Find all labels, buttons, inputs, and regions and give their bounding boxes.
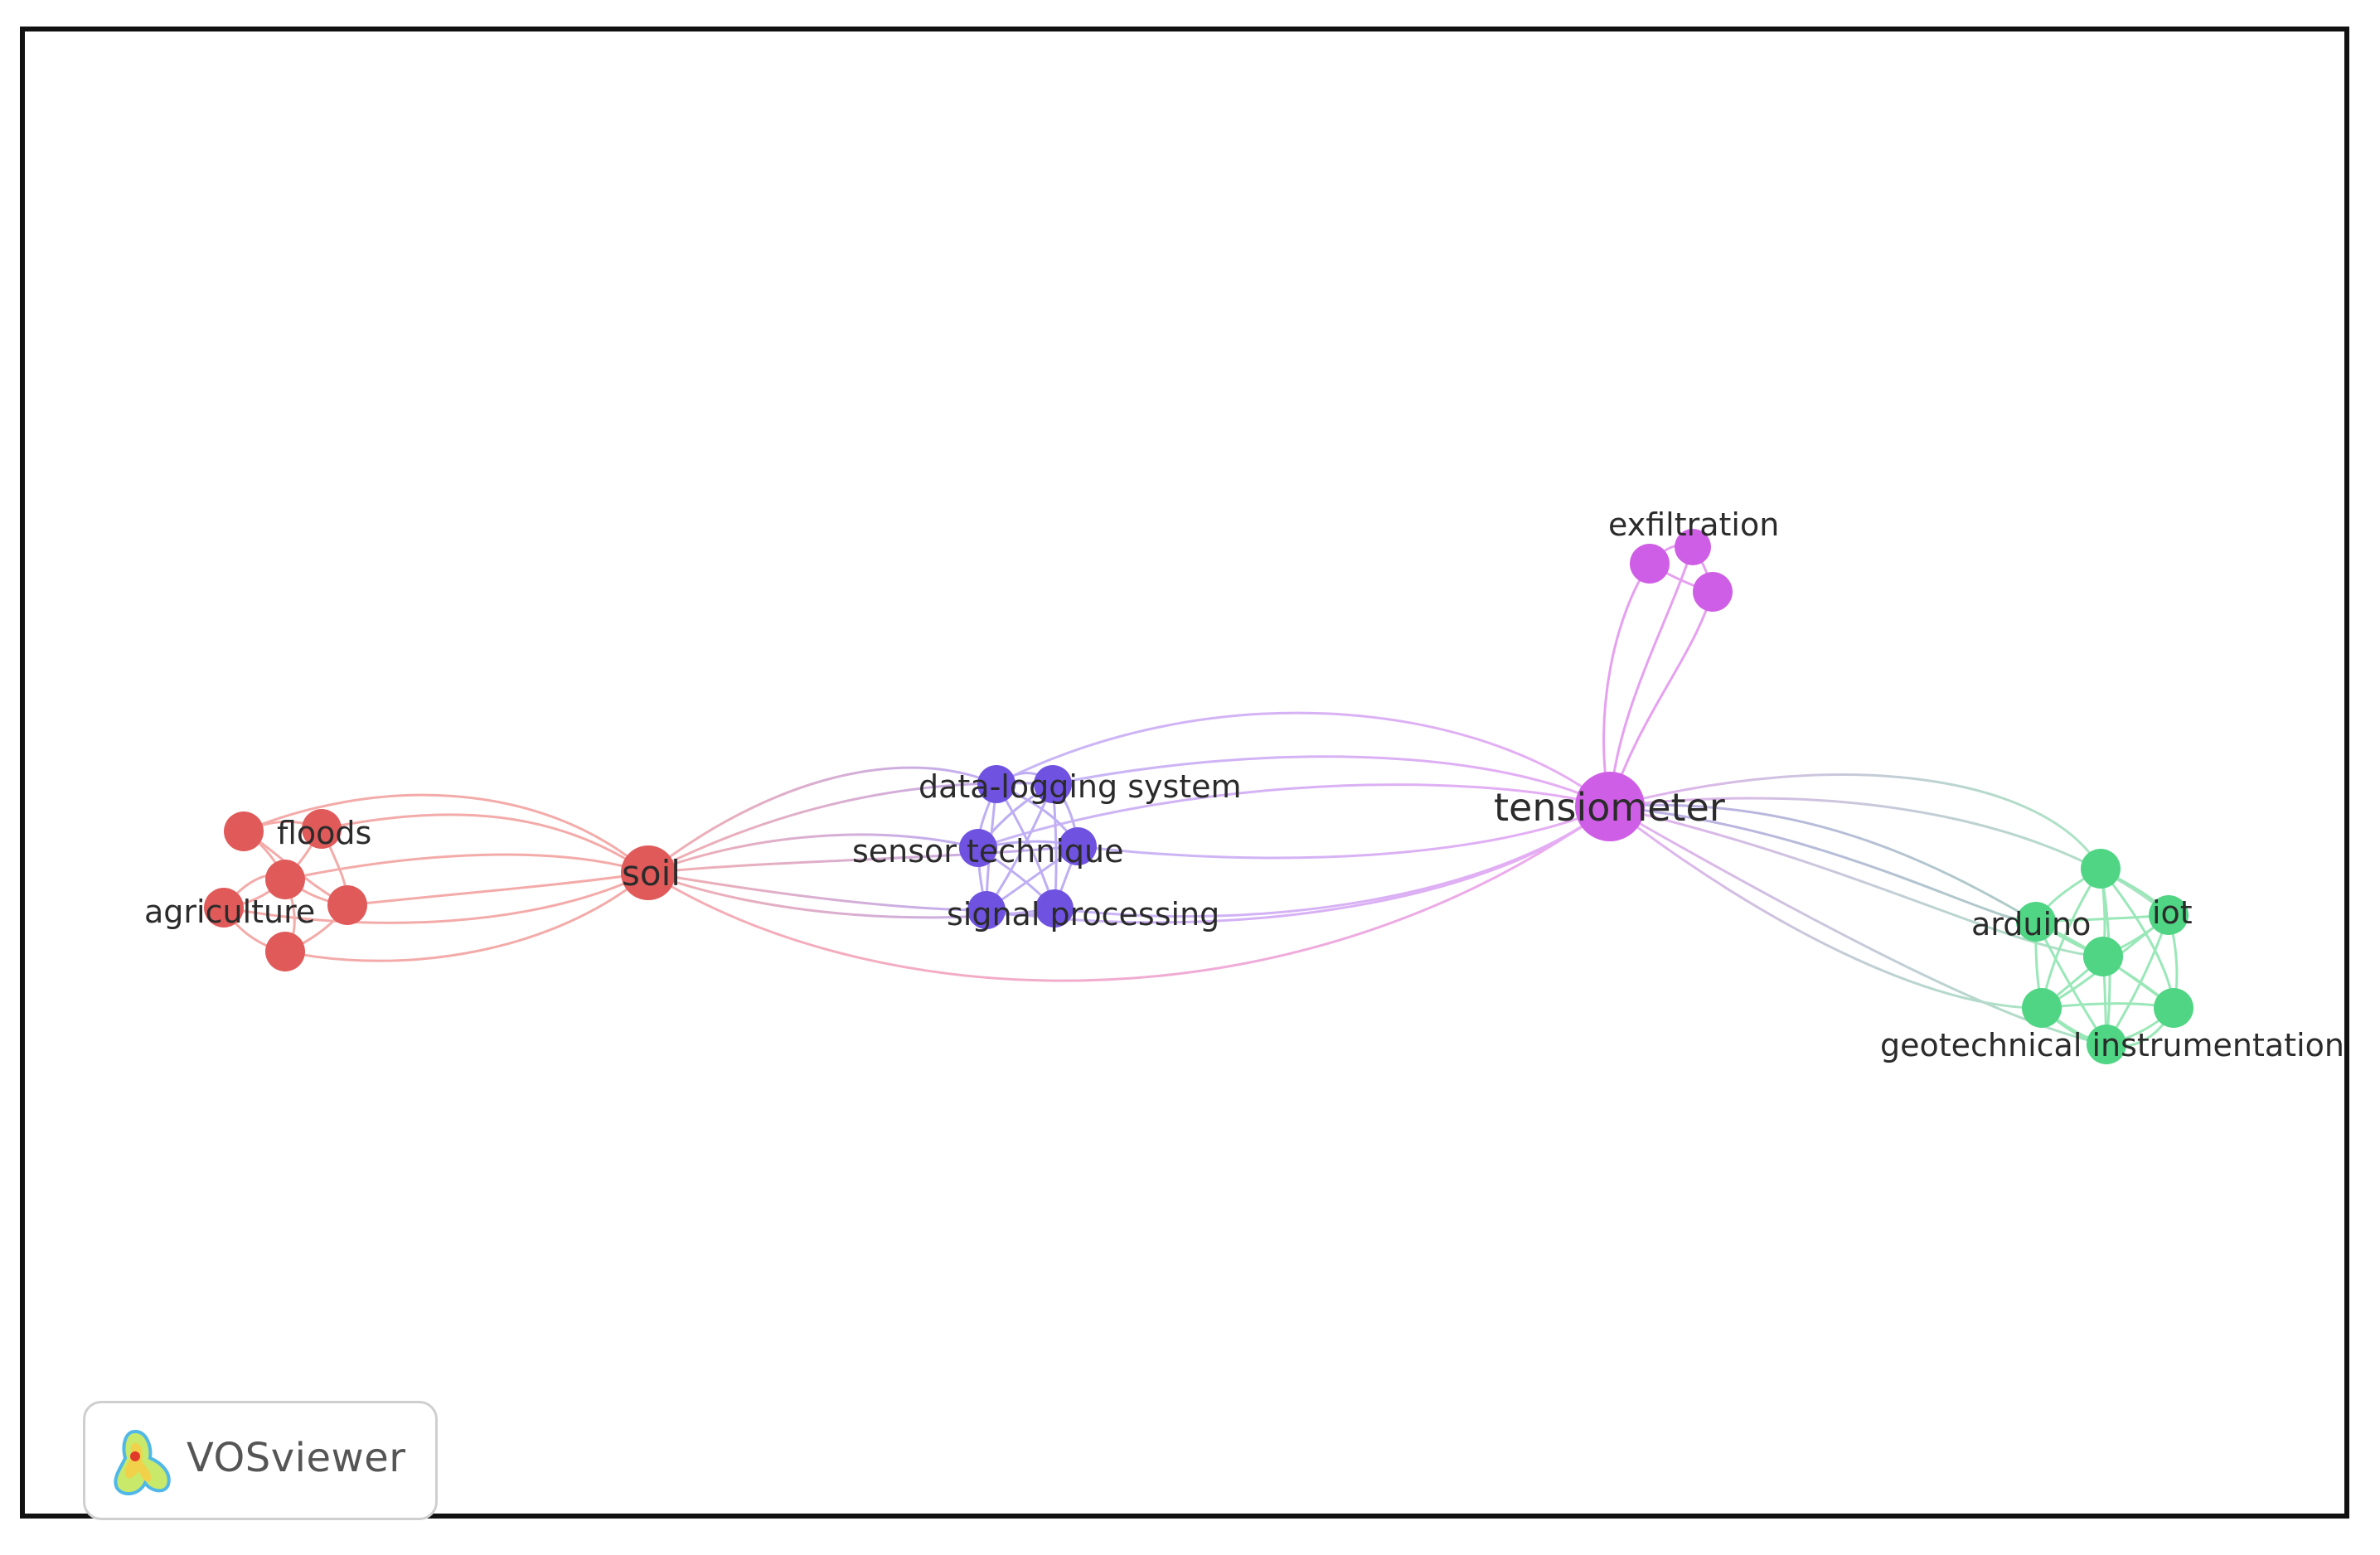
node-green-center[interactable] (2083, 937, 2123, 976)
label-soil: soil (622, 853, 681, 894)
node-agriculture[interactable] (204, 888, 244, 928)
edge (647, 766, 997, 874)
edge (223, 871, 649, 924)
edge (647, 805, 1611, 982)
bibliometric-network-map: floods agriculture soil data-logging sys… (144, 506, 2344, 1064)
visualization-frame: floods agriculture soil data-logging sys… (20, 27, 2349, 1520)
edge (1602, 563, 1651, 807)
label-exfiltration: exfiltration (1608, 506, 1779, 543)
node-green-right-bottom[interactable] (2154, 988, 2193, 1028)
node-red-right[interactable] (327, 885, 367, 925)
edge (1609, 805, 2107, 1046)
label-floods: floods (277, 815, 371, 851)
node-iot[interactable] (2149, 895, 2189, 935)
edge (647, 871, 987, 912)
node-floods[interactable] (302, 809, 342, 849)
nodes-red-cluster (204, 809, 676, 971)
edge (1609, 803, 2037, 923)
edge (243, 793, 649, 874)
edge (347, 871, 649, 907)
edge (1054, 805, 1611, 918)
label-iot: iot (2152, 894, 2193, 931)
node-sensor-technique[interactable] (959, 829, 997, 867)
node-floods-left[interactable] (224, 811, 264, 851)
node-data-logging-left[interactable] (977, 765, 1015, 803)
node-purple-right[interactable] (1059, 827, 1097, 865)
label-arduino: arduino (1971, 906, 2091, 942)
edge (647, 845, 1079, 874)
nodes-magenta-cluster (1575, 529, 1733, 841)
node-red-bottom[interactable] (265, 932, 305, 971)
edge (1077, 805, 1611, 860)
label-sensor-technique: sensor technique (852, 833, 1124, 870)
node-data-logging-system[interactable] (1034, 765, 1072, 803)
vosviewer-badge[interactable]: VOSviewer (83, 1401, 438, 1520)
label-geotechnical-instrumentation: geotechnical instrumentation (1880, 1027, 2344, 1063)
node-exfiltration-left[interactable] (1630, 544, 1670, 584)
label-data-logging-system: data-logging system (919, 768, 1242, 805)
vosviewer-brand-text: VOSviewer (187, 1435, 406, 1481)
label-agriculture: agriculture (144, 894, 315, 930)
edge (996, 711, 1611, 808)
nodes-green-cluster (2016, 849, 2193, 1064)
edge (1609, 805, 2043, 1010)
edge (647, 833, 979, 874)
node-signal-processing[interactable] (1035, 889, 1074, 928)
label-tensiometer: tensiometer (1494, 785, 1725, 830)
node-exfiltration-bottom[interactable] (1693, 572, 1733, 612)
edge (1609, 805, 2037, 923)
node-green-top[interactable] (2081, 849, 2121, 889)
edge (321, 813, 649, 874)
nodes-purple-cluster (959, 765, 1097, 929)
node-labels: floods agriculture soil data-logging sys… (144, 506, 2344, 1063)
edge (1608, 546, 1694, 807)
node-tensiometer[interactable] (1575, 772, 1645, 841)
edges-to-tensiometer (647, 711, 1611, 982)
edge (284, 871, 649, 962)
node-geotechnical-instrumentation[interactable] (2087, 1025, 2126, 1064)
node-green-left-bottom[interactable] (2022, 988, 2062, 1028)
edge (1609, 805, 2104, 958)
edge (977, 783, 1611, 850)
label-signal-processing: signal processing (947, 896, 1219, 933)
node-soil[interactable] (621, 845, 676, 900)
node-arduino[interactable] (2016, 902, 2056, 942)
node-signal-processing-left[interactable] (967, 891, 1006, 929)
vosviewer-logo-icon (114, 1429, 171, 1496)
edge (1608, 591, 1714, 807)
edge (1609, 773, 2102, 870)
edge (1052, 755, 1611, 808)
node-exfiltration[interactable] (1675, 529, 1711, 565)
edge (1609, 797, 2169, 917)
node-red-center[interactable] (265, 860, 305, 899)
edges-tensiometer-green (1609, 773, 2169, 1046)
